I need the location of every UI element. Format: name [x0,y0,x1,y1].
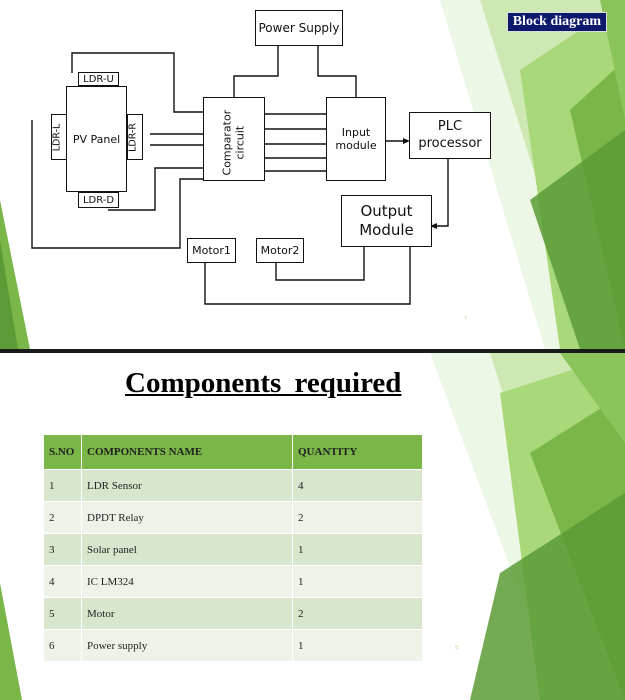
plc-line2: processor [418,135,482,151]
cell-quantity: 2 [292,597,423,630]
cell-component: LDR Sensor [81,469,293,502]
cell-sno: 5 [43,597,82,630]
cell-quantity: 1 [292,565,423,598]
cell-sno: 4 [43,565,82,598]
table-row: 4 IC LM324 1 [43,565,423,598]
cell-quantity: 4 [292,469,423,502]
cell-sno: 3 [43,533,82,566]
cell-quantity: 1 [292,629,423,662]
cell-quantity: 2 [292,501,423,534]
slide-number: 7 [464,316,468,322]
slide-block-diagram[interactable]: Block diagram [0,0,625,349]
green-decoration [0,353,625,700]
comparator-block: Comparator circuit [203,97,265,181]
cell-component: Power supply [81,629,293,662]
ldr-d-block: LDR-D [78,192,119,208]
table-header-row: S.NO COMPONENTS NAME QUANTITY [43,434,423,470]
green-decoration [0,0,625,349]
power-supply-block: Power Supply [255,10,343,46]
cell-component: Solar panel [81,533,293,566]
output-line1: Output [360,202,413,221]
cell-sno: 6 [43,629,82,662]
motor1-block: Motor1 [187,238,236,263]
ldr-l-label: LDR-L [51,123,63,152]
table-row: 1 LDR Sensor 4 [43,469,423,502]
slide-number: 8 [455,645,459,651]
output-module-block: Output Module [341,195,432,247]
cell-sno: 1 [43,469,82,502]
slide-components[interactable]: Components required S.NO COMPONENTS NAME… [0,353,625,700]
plc-line1: PLC [437,119,463,135]
input-module-line2: module [335,139,377,152]
cell-quantity: 1 [292,533,423,566]
cell-component: IC LM324 [81,565,293,598]
comparator-label-line2: circuit [233,125,246,160]
header-sno: S.NO [43,434,82,470]
header-quantity: QUANTITY [292,434,423,470]
header-component-name: COMPONENTS NAME [81,434,293,470]
cell-component: DPDT Relay [81,501,293,534]
table-row: 3 Solar panel 1 [43,533,423,566]
slide-title-badge: Block diagram [506,12,607,32]
table-row: 6 Power supply 1 [43,629,423,662]
components-table: S.NO COMPONENTS NAME QUANTITY 1 LDR Sens… [43,434,423,662]
ldr-r-label: LDR-R [127,123,139,152]
comparator-label: Comparator circuit [220,101,246,185]
components-heading: Components required [125,367,402,399]
comparator-label-line1: Comparator [220,109,234,176]
output-line2: Module [359,221,414,239]
ldr-r-block: LDR-R [127,114,143,160]
table-row: 5 Motor 2 [43,597,423,630]
motor2-block: Motor2 [256,238,304,263]
cell-sno: 2 [43,501,82,534]
cell-component: Motor [81,597,293,630]
diagram-wires [31,46,449,305]
input-module-line1: Input [341,125,371,139]
input-module-block: Input module [326,97,386,181]
ldr-l-block: LDR-L [51,114,66,160]
table-row: 2 DPDT Relay 2 [43,501,423,534]
ldr-u-block: LDR-U [78,72,119,86]
plc-processor-block: PLC processor [409,112,491,159]
pv-panel-block: PV Panel [66,86,127,192]
